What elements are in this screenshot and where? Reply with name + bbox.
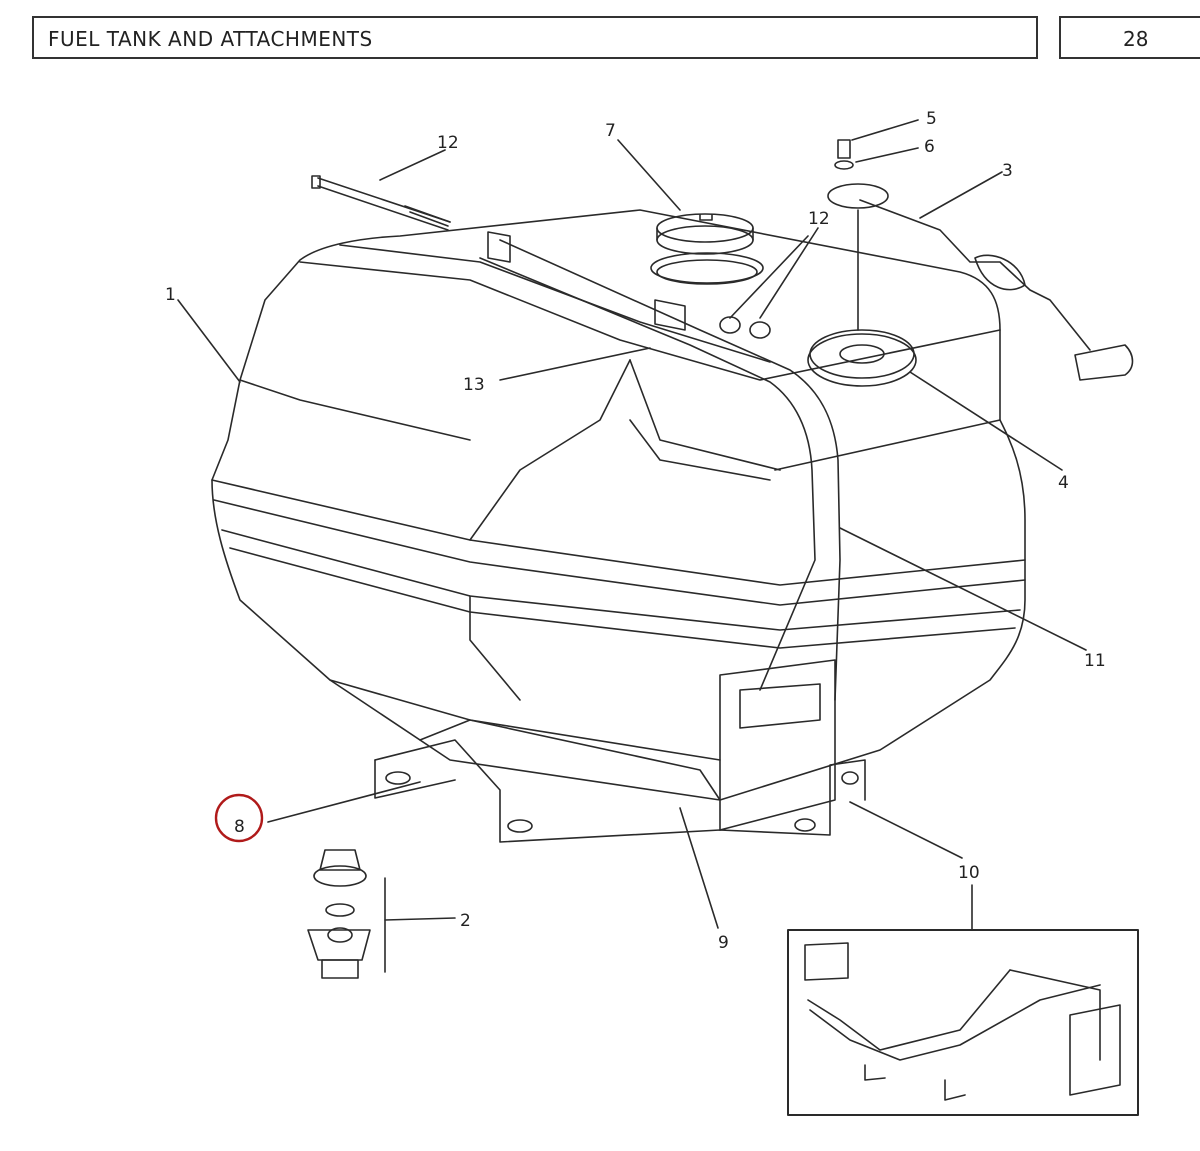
callout-labels: 1 2 3 4 5 6 7 8 9 10 11 12 12 13 bbox=[165, 109, 1106, 953]
callout-9: 9 bbox=[718, 933, 729, 953]
strap-bolt bbox=[311, 175, 451, 231]
title-box: FUEL TANK AND ATTACHMENTS bbox=[32, 16, 1038, 59]
strap-nuts bbox=[719, 316, 771, 339]
callout-3: 3 bbox=[1002, 161, 1013, 181]
mounting-bracket bbox=[374, 659, 866, 843]
inset-detail-box bbox=[787, 929, 1139, 1116]
page-number-box: 28 bbox=[1059, 16, 1200, 59]
callout-4: 4 bbox=[1058, 473, 1069, 493]
highlight-circle bbox=[214, 793, 264, 843]
callout-12-bolt: 12 bbox=[437, 133, 459, 153]
leader-lines bbox=[177, 119, 1087, 973]
page-title: FUEL TANK AND ATTACHMENTS bbox=[48, 27, 373, 51]
tank-strap bbox=[479, 231, 841, 701]
drain-fitting bbox=[307, 849, 371, 979]
callout-5: 5 bbox=[926, 109, 937, 129]
fuel-tank-body bbox=[211, 209, 1026, 801]
callout-8: 8 bbox=[234, 817, 245, 837]
callout-7: 7 bbox=[605, 121, 616, 141]
screw-and-washer bbox=[834, 139, 854, 170]
filler-cap bbox=[650, 213, 764, 285]
callout-10: 10 bbox=[958, 863, 980, 883]
callout-1: 1 bbox=[165, 285, 176, 305]
level-sender bbox=[827, 183, 1134, 381]
sender-flange bbox=[807, 329, 917, 387]
callout-12-nuts: 12 bbox=[808, 209, 830, 229]
callout-2: 2 bbox=[460, 911, 471, 931]
page-number: 28 bbox=[1123, 27, 1149, 51]
callout-11: 11 bbox=[1084, 651, 1106, 671]
callout-6: 6 bbox=[924, 137, 935, 157]
callout-13: 13 bbox=[463, 375, 485, 395]
